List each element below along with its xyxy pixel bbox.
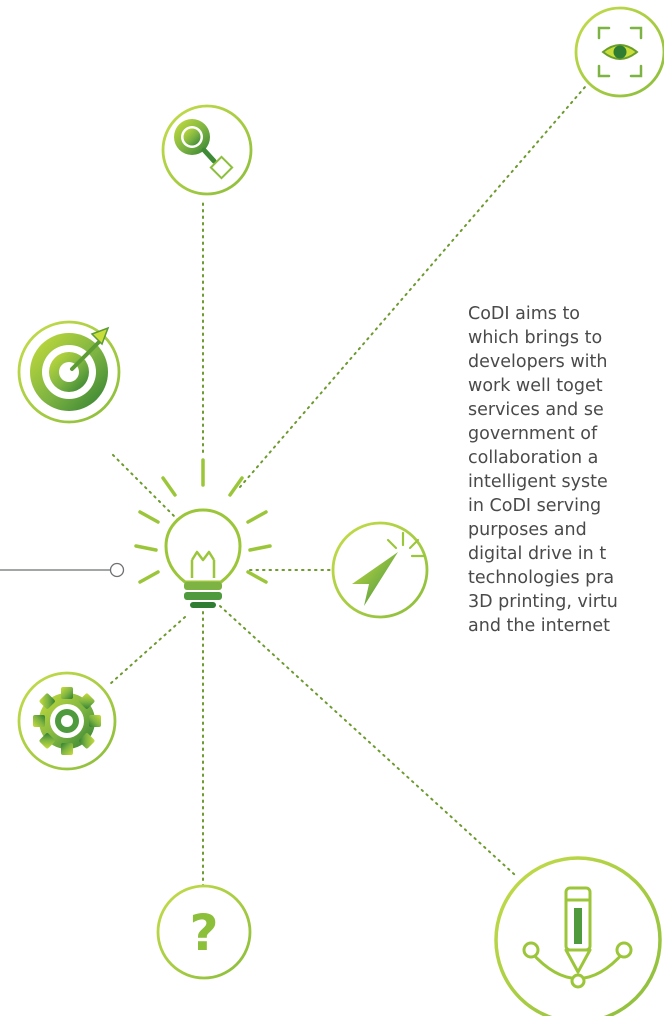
connector-target — [109, 451, 184, 526]
body-line: which brings to — [468, 328, 603, 348]
gear-icon — [17, 671, 117, 771]
target-arrow-icon — [17, 320, 121, 424]
body-line: digital drive in t — [468, 544, 607, 564]
body-line: collaboration a — [468, 448, 599, 468]
cursor-click-icon — [331, 521, 429, 619]
body-line: in CoDI serving — [468, 496, 602, 516]
body-line: technologies pra — [468, 568, 615, 588]
body-line: government of — [468, 424, 598, 444]
question-glyph: ? — [189, 904, 218, 962]
question-icon: ? — [156, 884, 252, 980]
connector-pencil — [219, 605, 516, 876]
body-line: CoDI aims to — [468, 304, 581, 324]
magnifier-diamond-icon — [161, 104, 253, 196]
connector-gear — [109, 616, 186, 685]
body-line: 3D printing, virtu — [468, 592, 618, 612]
left-link — [0, 562, 125, 578]
body-line: purposes and — [468, 520, 587, 540]
body-line: and the internet — [468, 616, 610, 636]
left-link-node — [109, 562, 125, 578]
pencil-curve-icon — [494, 856, 662, 1016]
body-text: CoDI aims to which brings to developers … — [468, 302, 664, 638]
body-line: developers with — [468, 352, 608, 372]
connectors — [109, 86, 586, 889]
eye-scan-icon — [574, 6, 664, 98]
body-line: services and se — [468, 400, 604, 420]
lightbulb-icon — [134, 458, 272, 608]
body-line: intelligent syste — [468, 472, 608, 492]
body-line: work well toget — [468, 376, 603, 396]
